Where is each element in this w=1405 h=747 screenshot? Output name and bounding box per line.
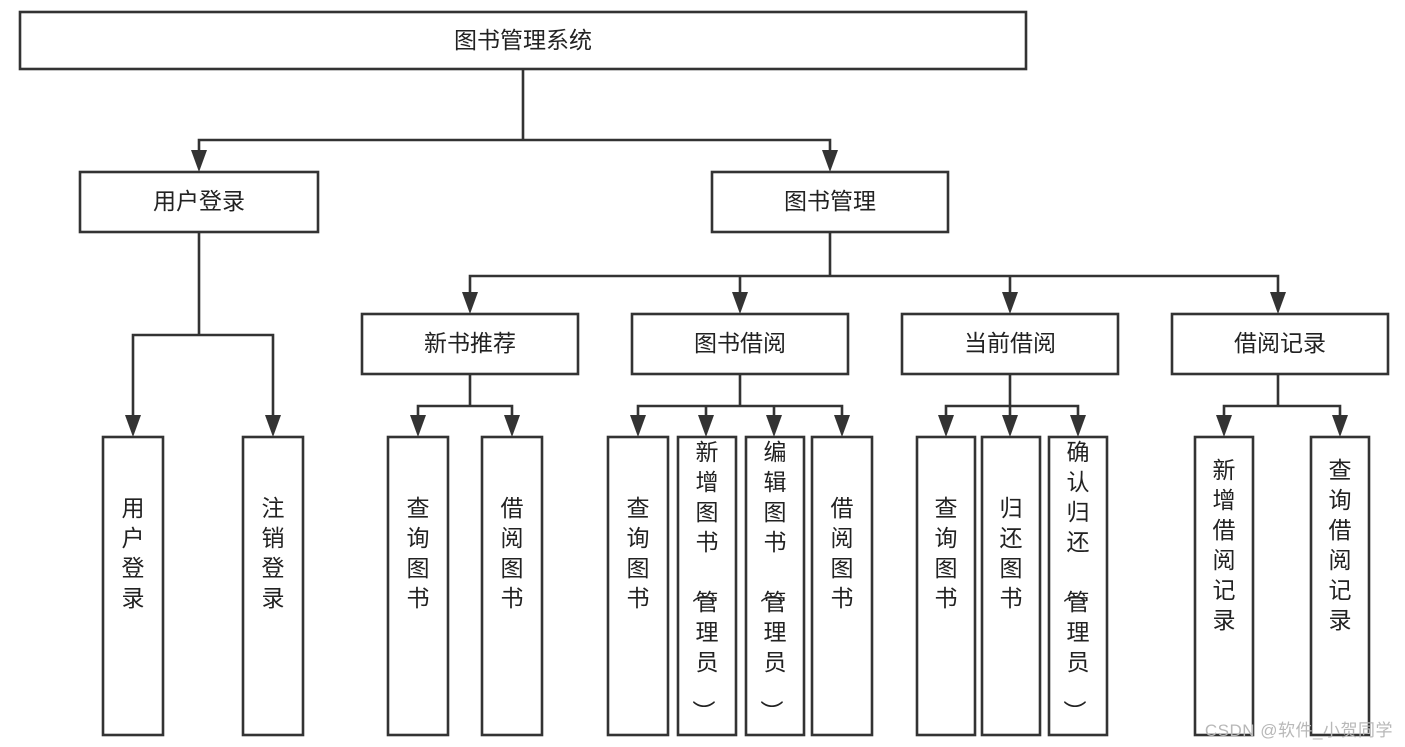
node-leaf-borrow-book-1-label: 借阅图书 [501,495,524,611]
node-leaf-confirm-return-label: 确认归还（管理员） [1062,439,1090,723]
arrow-book-manage-to-borrow-record [1270,292,1286,314]
node-leaf-query-record[interactable]: 查询借阅记录 [1309,435,1371,737]
node-new-book-recommend-label: 新书推荐 [424,330,516,356]
node-current-borrow[interactable]: 当前借阅 [900,312,1120,376]
node-new-book-recommend[interactable]: 新书推荐 [360,312,580,376]
node-leaf-user-login-label: 用户登录 [122,495,145,611]
node-leaf-query-book-3[interactable]: 查询图书 [915,435,977,737]
node-leaf-query-book-2-label: 查询图书 [627,495,650,611]
arrow-cb-to-leaf-query-book [938,415,954,437]
node-current-borrow-label: 当前借阅 [964,330,1056,356]
node-leaf-query-record-label: 查询借阅记录 [1329,457,1352,633]
edge-root-to-level2-bus [197,67,832,162]
node-leaf-add-book[interactable]: 新增图书（管理员） [676,435,738,737]
node-leaf-add-record-label: 新增借阅记录 [1213,457,1236,633]
node-root-label: 图书管理系统 [454,27,592,53]
node-leaf-edit-book-label: 编辑图书（管理员） [759,439,787,723]
arrow-bb-to-leaf-add-book [698,415,714,437]
arrow-bb-to-leaf-query-book [630,415,646,437]
node-leaf-borrow-book-1[interactable]: 借阅图书 [480,435,544,737]
node-borrow-record[interactable]: 借阅记录 [1170,312,1390,376]
node-leaf-return-book-label: 归还图书 [1000,495,1023,611]
node-leaf-query-book-1[interactable]: 查询图书 [386,435,450,737]
node-leaf-user-login[interactable]: 用户登录 [101,435,165,737]
edge-layer [125,67,1348,437]
node-book-borrow-label: 图书借阅 [694,330,786,356]
arrow-nbr-to-leaf-query-book [410,415,426,437]
node-leaf-query-book-2[interactable]: 查询图书 [606,435,670,737]
node-leaf-borrow-book-2-label: 借阅图书 [831,495,854,611]
arrow-cb-to-leaf-confirm-return [1070,415,1086,437]
node-leaf-borrow-book-2[interactable]: 借阅图书 [810,435,874,737]
edge-user-login-to-leaf-bus [131,230,275,427]
node-borrow-record-label: 借阅记录 [1234,330,1326,356]
node-leaf-query-book-1-label: 查询图书 [407,495,430,611]
node-leaf-user-logout[interactable]: 注销登录 [241,435,305,737]
arrow-root-to-book-manage [822,150,838,172]
node-leaf-edit-book[interactable]: 编辑图书（管理员） [744,435,806,737]
arrow-root-to-user-login [191,150,207,172]
arrow-book-manage-to-book-borrow [732,292,748,314]
edge-book-borrow-to-leaf-bus [636,373,844,427]
edge-borrow-record-to-leaf-bus [1222,373,1342,427]
node-leaf-user-logout-label: 注销登录 [262,495,285,611]
node-leaf-query-book-3-label: 查询图书 [935,495,958,611]
arrow-user-login-to-leaf-user-logout [265,415,281,437]
arrow-book-manage-to-new-book-recommend [462,292,478,314]
arrow-br-to-leaf-add-record [1216,415,1232,437]
node-leaf-add-book-label: 新增图书（管理员） [691,439,719,723]
arrow-cb-to-leaf-return-book [1002,415,1018,437]
arrow-user-login-to-leaf-user-login [125,415,141,437]
node-book-borrow[interactable]: 图书借阅 [630,312,850,376]
edge-new-book-recommend-to-leaf-bus [416,373,514,427]
arrow-bb-to-leaf-edit-book [766,415,782,437]
node-user-login-label: 用户登录 [153,188,245,214]
node-root[interactable]: 图书管理系统 [18,10,1028,71]
node-user-login[interactable]: 用户登录 [78,170,320,234]
node-leaf-confirm-return[interactable]: 确认归还（管理员） [1047,435,1109,737]
edge-book-manage-to-level3-bus [468,230,1280,304]
arrow-nbr-to-leaf-borrow-book [504,415,520,437]
arrow-bb-to-leaf-borrow-book [834,415,850,437]
csdn-watermark: CSDN @软件_小贺同学 [1204,721,1393,740]
node-book-manage[interactable]: 图书管理 [710,170,950,234]
node-leaf-return-book[interactable]: 归还图书 [980,435,1042,737]
arrow-br-to-leaf-query-record [1332,415,1348,437]
node-leaf-add-record[interactable]: 新增借阅记录 [1193,435,1255,737]
node-book-manage-label: 图书管理 [784,188,876,214]
arrow-book-manage-to-current-borrow [1002,292,1018,314]
